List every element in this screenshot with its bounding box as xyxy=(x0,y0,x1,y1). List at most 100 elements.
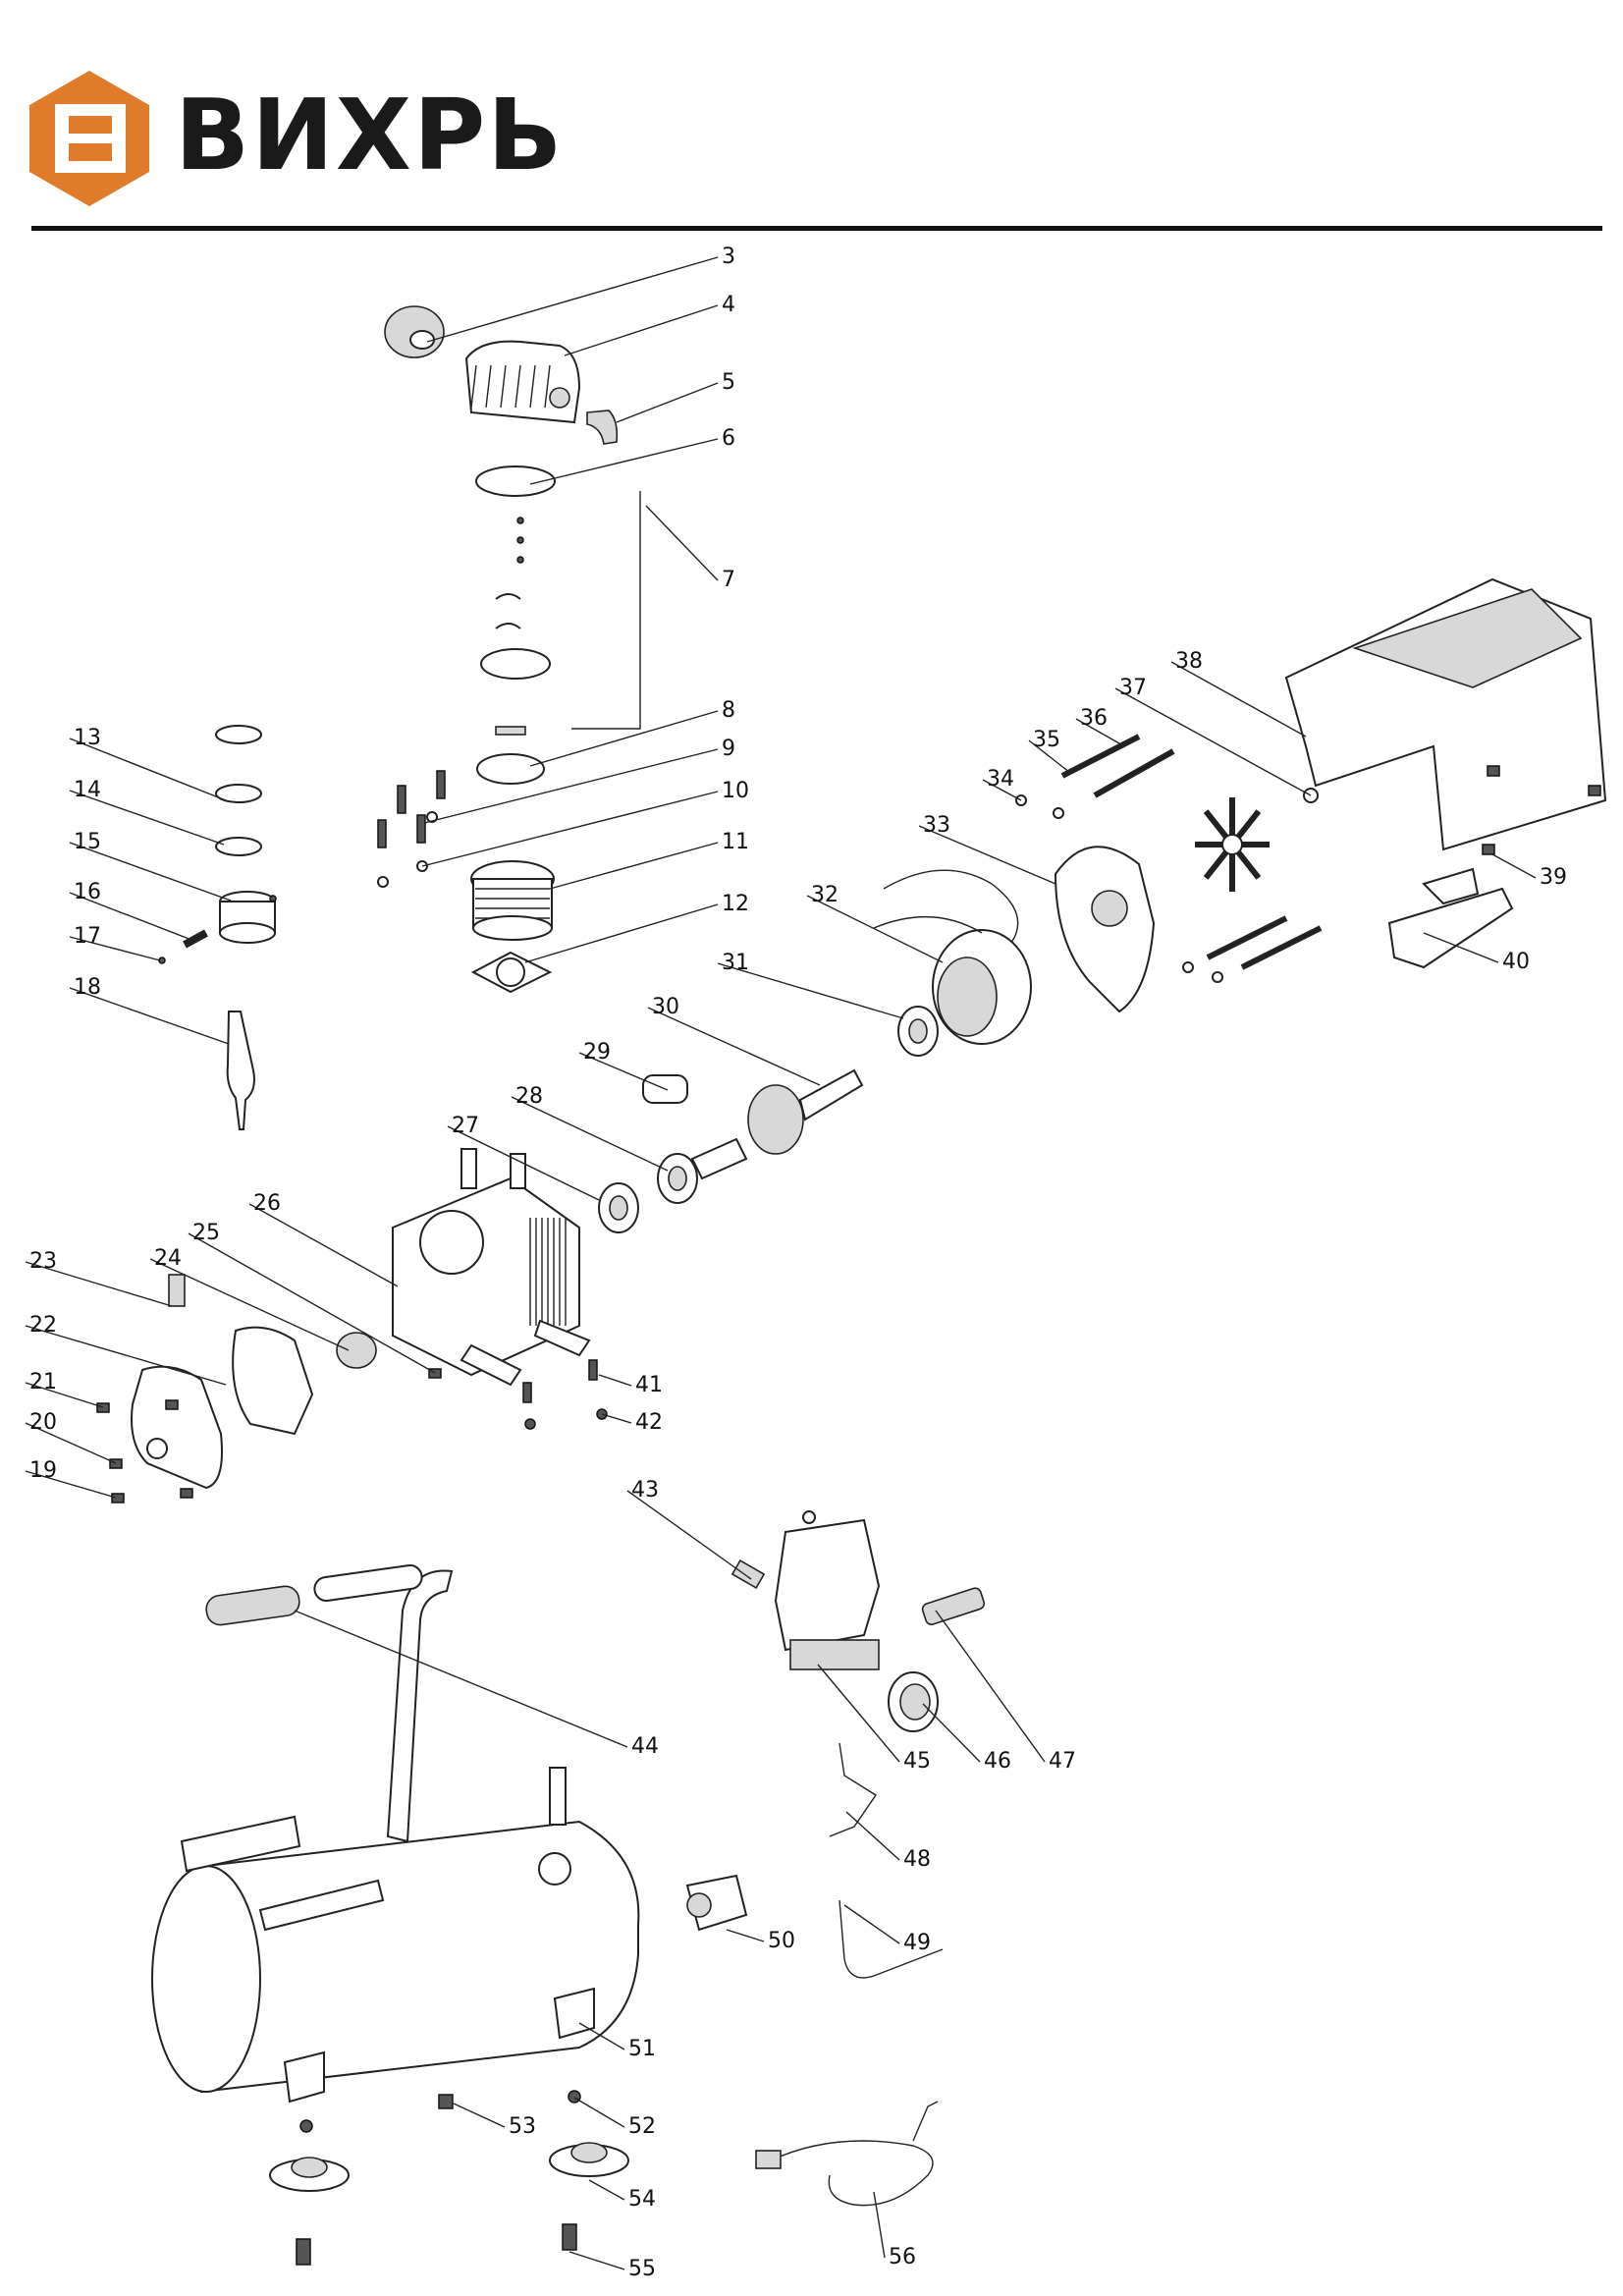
leader-line-10 xyxy=(421,791,719,867)
fan-shroud xyxy=(1284,577,1607,855)
leader-line-19 xyxy=(25,1470,117,1499)
leader-line-52 xyxy=(573,2097,625,2128)
leader-line-29 xyxy=(578,1052,669,1091)
callout-label-15: 15 xyxy=(74,830,101,854)
small-fasteners xyxy=(96,1274,608,1503)
leader-line-12 xyxy=(524,903,719,963)
callout-label-31: 31 xyxy=(722,951,749,975)
callout-label-18: 18 xyxy=(74,975,101,1000)
leader-line-23 xyxy=(25,1261,173,1307)
callout-label-11: 11 xyxy=(722,830,749,854)
leader-line-13 xyxy=(69,738,227,801)
callout-label-23: 23 xyxy=(29,1249,57,1274)
piston xyxy=(219,891,277,944)
leader-line-41 xyxy=(598,1374,632,1387)
callout-label-38: 38 xyxy=(1175,649,1203,674)
callout-label-22: 22 xyxy=(29,1313,57,1338)
callout-label-54: 54 xyxy=(628,2187,656,2212)
callout-label-26: 26 xyxy=(253,1191,281,1216)
callout-label-34: 34 xyxy=(987,767,1014,792)
header-divider xyxy=(31,226,1602,231)
leader-line-22 xyxy=(25,1325,227,1386)
connecting-rod xyxy=(226,1011,255,1130)
leader-line-27 xyxy=(447,1125,600,1201)
leader-line-42 xyxy=(601,1413,632,1424)
belt-guard-bracket xyxy=(1387,867,1514,969)
brand-name: ВИХРЬ xyxy=(175,78,565,192)
leader-line-33 xyxy=(918,825,1056,885)
quick-coupler xyxy=(921,1587,986,1625)
page-header: ВИХРЬ xyxy=(0,0,1623,236)
rotor-shaft xyxy=(690,1068,864,1180)
hexagon-logo-icon xyxy=(29,71,149,206)
part-drawings xyxy=(96,305,1607,2266)
callout-label-27: 27 xyxy=(452,1114,479,1138)
callout-label-14: 14 xyxy=(74,778,101,802)
pressure-switch xyxy=(774,1510,881,1670)
leader-line-56 xyxy=(873,2191,886,2259)
leader-line-37 xyxy=(1114,687,1312,796)
callout-label-32: 32 xyxy=(811,883,839,907)
callout-label-17: 17 xyxy=(74,924,101,949)
leader-line-34 xyxy=(982,779,1022,801)
callout-label-46: 46 xyxy=(984,1749,1011,1774)
callout-label-30: 30 xyxy=(652,995,679,1019)
cylinder xyxy=(470,860,555,941)
head-bolts xyxy=(377,770,446,888)
leader-line-48 xyxy=(845,1811,900,1861)
callout-label-44: 44 xyxy=(631,1734,659,1759)
elbow-fitting xyxy=(586,410,619,445)
gauge xyxy=(888,1671,939,1732)
motor-housing xyxy=(392,1148,591,1387)
callout-label-5: 5 xyxy=(722,370,735,395)
callout-label-3: 3 xyxy=(722,245,735,269)
piston-pin xyxy=(158,929,208,964)
handle xyxy=(205,1564,454,1843)
callout-label-42: 42 xyxy=(635,1410,663,1435)
callout-label-37: 37 xyxy=(1119,676,1147,700)
leader-line-26 xyxy=(248,1203,399,1287)
callout-label-4: 4 xyxy=(722,293,735,317)
callout-label-24: 24 xyxy=(154,1246,182,1271)
leader-line-39 xyxy=(1491,853,1537,879)
leader-line-49 xyxy=(843,1904,900,1944)
callout-label-28: 28 xyxy=(515,1084,543,1109)
long-bolts xyxy=(1015,734,1323,983)
valve-plate-gasket xyxy=(475,465,556,785)
callout-label-29: 29 xyxy=(583,1040,611,1065)
leader-line-8 xyxy=(529,710,719,767)
callout-label-39: 39 xyxy=(1540,865,1567,890)
leader-line-44 xyxy=(294,1610,628,1748)
callout-label-9: 9 xyxy=(722,737,735,761)
leader-line-16 xyxy=(69,892,192,941)
leader-line-50 xyxy=(726,1929,765,1942)
leader-line-17 xyxy=(69,936,161,961)
leader-lines xyxy=(25,256,1537,2270)
leader-line-31 xyxy=(717,962,904,1019)
check-valve xyxy=(685,1874,748,1932)
leader-line-51 xyxy=(578,2022,625,2050)
leader-line-20 xyxy=(25,1422,117,1464)
leader-line-18 xyxy=(69,987,230,1045)
valve-group-bracket xyxy=(571,491,641,730)
leader-line-3 xyxy=(426,256,719,343)
leader-line-30 xyxy=(647,1007,821,1086)
leader-line-35 xyxy=(1028,739,1071,774)
crankcase-cover xyxy=(131,1326,314,1490)
callout-label-40: 40 xyxy=(1502,950,1530,974)
callout-label-49: 49 xyxy=(903,1931,931,1955)
leader-line-21 xyxy=(25,1382,104,1408)
air-tank xyxy=(151,1767,640,2104)
callout-label-25: 25 xyxy=(192,1221,220,1245)
leader-line-45 xyxy=(817,1664,900,1763)
leader-line-5 xyxy=(616,382,719,423)
callout-label-50: 50 xyxy=(768,1929,795,1953)
callout-label-10: 10 xyxy=(722,779,749,803)
callout-label-47: 47 xyxy=(1049,1749,1076,1774)
callout-label-6: 6 xyxy=(722,426,735,451)
callout-label-13: 13 xyxy=(74,726,101,750)
unloader-tube xyxy=(829,1742,877,1837)
callout-label-45: 45 xyxy=(903,1749,931,1774)
cylinder-head xyxy=(464,340,581,424)
